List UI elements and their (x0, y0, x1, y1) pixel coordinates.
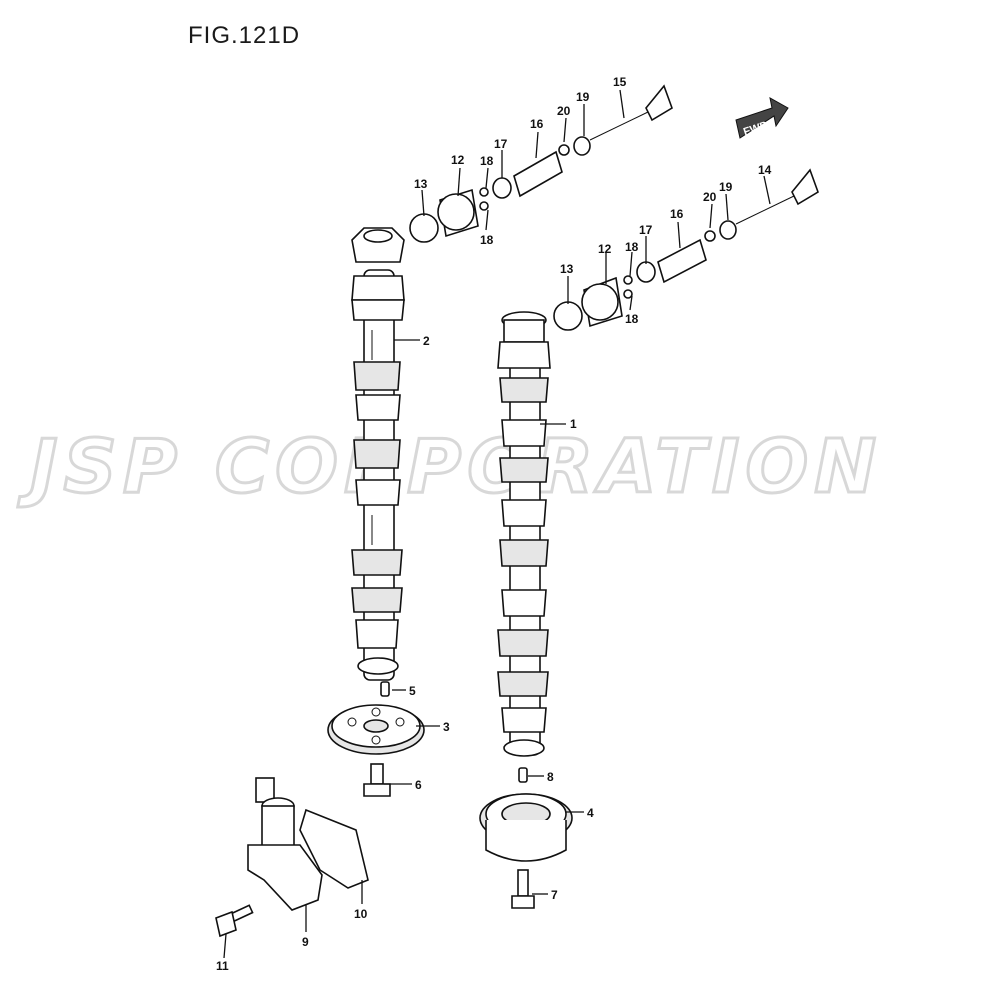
callout-12-lower: 12 (598, 242, 612, 256)
gasket-10 (299, 808, 369, 889)
bolt-7 (511, 869, 535, 909)
callout-14: 14 (758, 163, 772, 177)
callout-1: 1 (570, 417, 577, 431)
callout-15: 15 (613, 75, 627, 89)
bolt-11 (215, 904, 254, 938)
callout-17-lower: 17 (639, 223, 653, 237)
callout-16-upper: 16 (530, 117, 544, 131)
callout-7: 7 (551, 888, 558, 902)
callout-3: 3 (443, 720, 450, 734)
camshaft-left (351, 227, 405, 681)
leader-lines (223, 89, 771, 959)
callout-16-lower: 16 (670, 207, 684, 221)
figure-title: FIG.121D (188, 22, 301, 49)
vvt-sprocket-4 (479, 793, 573, 862)
callout-18-upper-a: 18 (480, 154, 494, 168)
callout-18-lower-b: 18 (625, 312, 639, 326)
callout-17-upper: 17 (494, 137, 508, 151)
callout-12-upper: 12 (451, 153, 465, 167)
callout-20-lower: 20 (703, 190, 717, 204)
callout-13-upper: 13 (414, 177, 428, 191)
valve-train-upper (409, 84, 673, 243)
bolt-6 (363, 763, 391, 797)
callout-8: 8 (547, 770, 554, 784)
callout-labels: 1 2 3 4 5 6 7 8 9 10 11 12 12 13 13 14 1… (216, 75, 772, 973)
callout-10: 10 (354, 907, 368, 921)
callout-19-upper: 19 (576, 90, 590, 104)
callout-11: 11 (216, 959, 229, 973)
valve-train-lower (553, 168, 819, 331)
callout-9: 9 (302, 935, 309, 949)
fwd-arrow: FWD (735, 97, 789, 139)
callout-19-lower: 19 (719, 180, 733, 194)
pin-8 (518, 767, 528, 783)
callout-20-upper: 20 (557, 104, 571, 118)
callout-18-upper-b: 18 (480, 233, 494, 247)
callout-18-lower-a: 18 (625, 240, 639, 254)
sprocket-gear-3 (327, 704, 425, 755)
pin-5 (380, 681, 390, 697)
camshaft-right (497, 311, 551, 757)
callout-13-lower: 13 (560, 262, 574, 276)
callout-5: 5 (409, 684, 416, 698)
callout-4: 4 (587, 806, 594, 820)
oil-control-valve-9 (247, 777, 323, 911)
callout-6: 6 (415, 778, 422, 792)
watermark-text: JSP CORPORATION (17, 424, 882, 510)
callout-2: 2 (423, 334, 430, 348)
